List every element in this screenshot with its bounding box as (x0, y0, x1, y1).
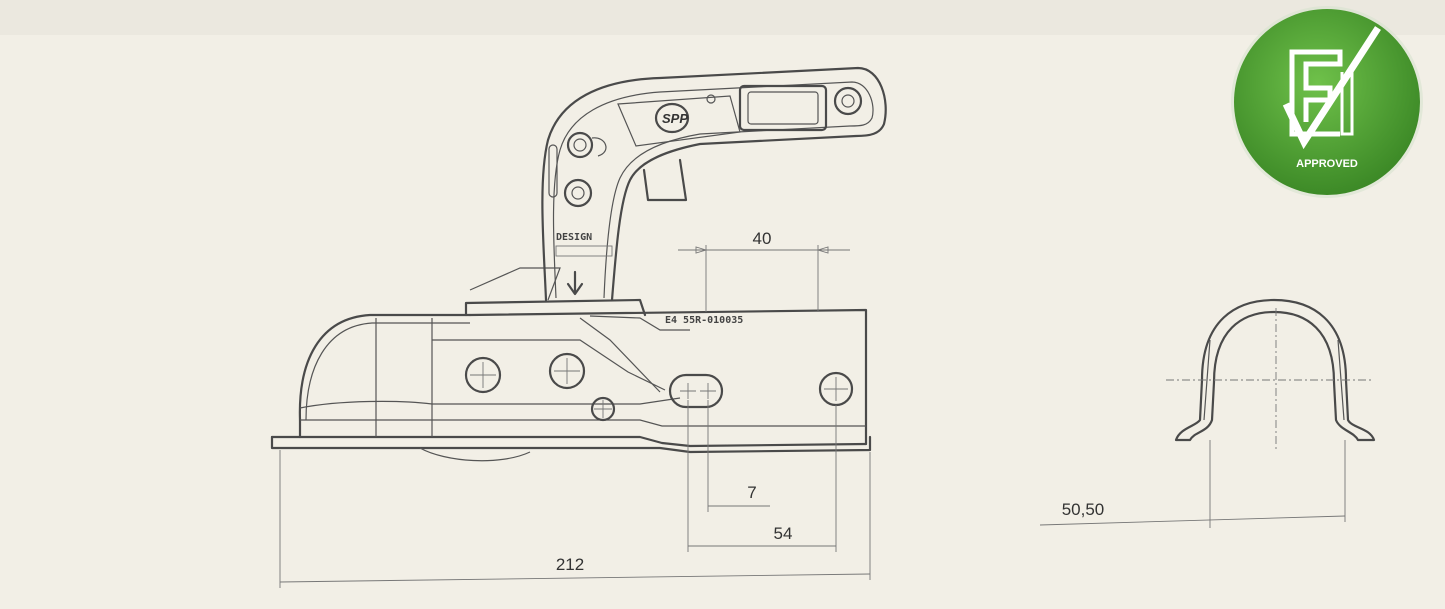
plate-text: E4 55R-010035 (665, 315, 743, 326)
design-stamp: DESIGN (556, 232, 592, 243)
paper-top-band (0, 0, 1445, 35)
dim-7-label: 7 (747, 483, 756, 502)
dim-212-label: 212 (556, 555, 584, 574)
design-stamp-box (555, 245, 613, 257)
coupling-body (270, 308, 872, 462)
dimension-7 (687, 400, 770, 552)
slot-hole (668, 373, 724, 409)
dim-54-label: 54 (774, 524, 793, 543)
badge-label: APPROVED (1296, 158, 1358, 170)
approved-badge: APPROVED (1231, 6, 1423, 198)
logo-text: SPP (662, 111, 688, 126)
hole-3 (590, 396, 616, 422)
dim-5050-label: 50,50 (1062, 500, 1105, 519)
hole-2 (548, 352, 586, 390)
pivot-screw-bottom (563, 178, 593, 208)
coupling-handle: SPP (464, 66, 887, 317)
handle-screw (833, 86, 863, 116)
section-profile (1039, 298, 1376, 528)
mounting-holes (464, 352, 854, 422)
dimension-212 (279, 450, 871, 588)
e-approval-checkmark-icon (1282, 26, 1381, 150)
dimension-40 (678, 245, 850, 312)
handle-window (738, 84, 828, 132)
dimension-54 (688, 405, 837, 552)
pivot-screw-top (566, 131, 594, 159)
hole-1 (464, 356, 502, 394)
dim-40-label: 40 (753, 229, 772, 248)
brand-logo (654, 102, 690, 134)
